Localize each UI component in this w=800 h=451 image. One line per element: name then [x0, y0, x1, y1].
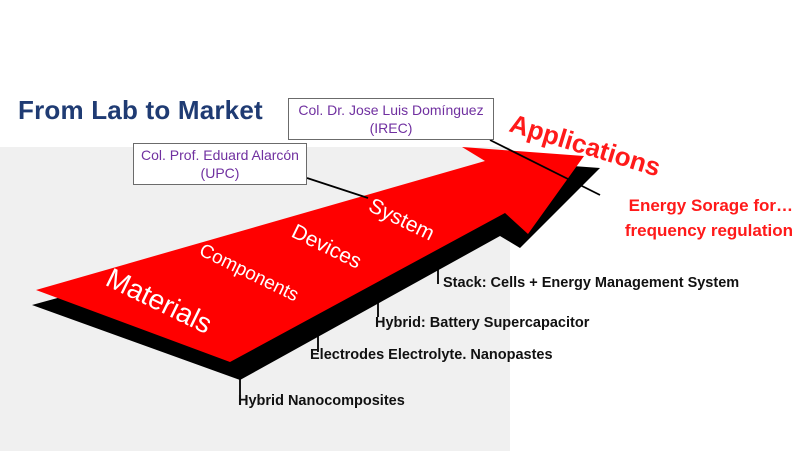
collaborator-name: Col. Dr. Jose Luis Domínguez	[298, 102, 484, 118]
collaborator-name: Col. Prof. Eduard Alarcón	[141, 147, 299, 163]
level-label-stack: Stack: Cells + Energy Management System	[443, 275, 740, 291]
collaborator-box-irec: Col. Dr. Jose Luis Domínguez (IREC)	[288, 98, 494, 140]
applications-line-2: frequency regulation	[624, 221, 793, 240]
collaborator-affiliation: (UPC)	[200, 165, 240, 181]
collaborator-affiliation: (IREC)	[369, 120, 413, 136]
applications-description: Energy Sorage for… frequency regulation	[593, 193, 793, 243]
connector-upc	[306, 177, 369, 199]
progress-arrow	[36, 147, 584, 362]
level-label-hybrid: Hybrid: Battery Supercapacitor	[375, 315, 590, 331]
level-label-nanocomposites: Hybrid Nanocomposites	[238, 393, 405, 409]
page-title: From Lab to Market	[18, 95, 263, 125]
level-label-electrodes: Electrodes Electrolyte. Nanopastes	[310, 347, 553, 363]
connector-irec	[489, 139, 601, 196]
collaborator-box-upc: Col. Prof. Eduard Alarcón (UPC)	[133, 143, 307, 185]
applications-line-1: Energy Sorage for…	[628, 196, 793, 215]
